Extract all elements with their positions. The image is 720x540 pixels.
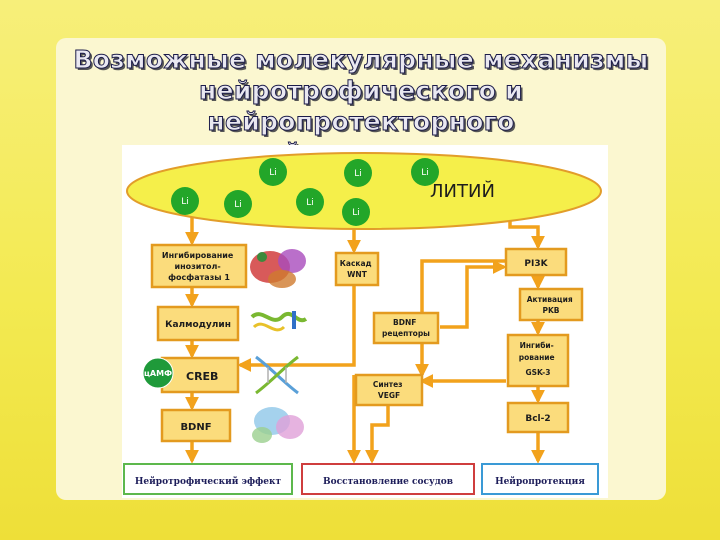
box-bdnf-receptors: BDNF рецепторы [372,311,440,345]
svg-text:Li: Li [269,168,277,178]
li-ion-4: Li [171,187,199,215]
arrow-wnt-to-creb [237,285,356,372]
li-ion-2: Li [344,159,372,187]
effect-neurotrophic: Нейротрофический эффект [123,463,293,495]
svg-text:Li: Li [306,198,314,208]
effect-vessels: Восстановление сосудов [301,463,475,495]
svg-text:Активация PKB: Активация PKB [527,295,576,315]
box-inositol: Ингибирование инозитол- фосфатазы 1 [150,243,248,289]
svg-text:Li: Li [234,200,242,210]
protein-structure-image-1 [250,249,306,288]
dna-structure-image [255,355,299,395]
svg-text:Нейропротекция: Нейропротекция [495,476,585,487]
box-calmodulin: Калмодулин [156,305,240,342]
arrow-vegf-to-vessels [365,405,390,464]
svg-text:PI3K: PI3K [524,259,548,269]
box-wnt: Каскад WNT [334,251,380,287]
title-line-2: нейротрофического и нейропротекторного [199,76,524,137]
svg-text:Ингибирование инозитол-: Ингибирование инозитол- фосфатазы 1 [162,250,236,282]
box-vegf: Синтез VEGF [354,373,424,407]
box-creb: CREB [160,356,240,394]
title-line-1: Возможные молекулярные механизмы [73,45,649,75]
svg-text:Bcl-2: Bcl-2 [525,414,550,424]
svg-text:Восстановление сосудов: Восстановление сосудов [323,477,453,487]
svg-text:цАМФ: цАМФ [144,369,172,378]
box-pi3k: PI3K [504,247,568,277]
svg-text:Нейротрофический эффект: Нейротрофический эффект [135,476,282,487]
svg-text:Калмодулин: Калмодулин [165,320,231,330]
protein-structure-image-3 [252,407,304,443]
box-pkb: Активация PKB [518,287,584,322]
effect-neuroprotection: Нейропротекция [481,463,599,495]
li-ion-3: Li [411,158,439,186]
li-ion-5: Li [224,190,252,218]
arrow-bdnf-receptors-to-pi3k [440,260,507,329]
svg-text:BDNF рецепторы: BDNF рецепторы [382,318,430,338]
camp-badge: цАМФ [142,357,174,389]
svg-text:Синтез VEGF: Синтез VEGF [373,380,405,400]
lithium-label: ЛИТИЙ [430,180,495,202]
protein-structure-image-2 [250,311,308,332]
svg-text:Каскад WNT: Каскад WNT [340,259,374,279]
box-bcl2: Bcl-2 [506,401,570,434]
box-bdnf: BDNF [160,408,232,443]
lithium-ions: Li Li Li Li Li Li Li [171,158,439,226]
svg-text:Li: Li [352,208,360,218]
svg-text:Li: Li [354,169,362,179]
arrow-li-to-pi3k [508,217,545,250]
arrows [185,215,545,464]
mechanism-diagram: ЛИТИЙ Li Li Li Li Li Li Li Ингибирование… [122,145,608,498]
li-ion-1: Li [259,158,287,186]
box-gsk3: Ингиби- рование GSK-3 [506,333,570,388]
svg-text:BDNF: BDNF [180,422,211,433]
li-ion-7: Li [342,198,370,226]
svg-text:Li: Li [181,197,189,207]
svg-text:CREB: CREB [186,370,218,383]
li-ion-6: Li [296,188,324,216]
svg-text:Ингиби- рование GS: Ингиби- рование GSK-3 [519,341,557,377]
svg-text:Li: Li [421,168,429,178]
